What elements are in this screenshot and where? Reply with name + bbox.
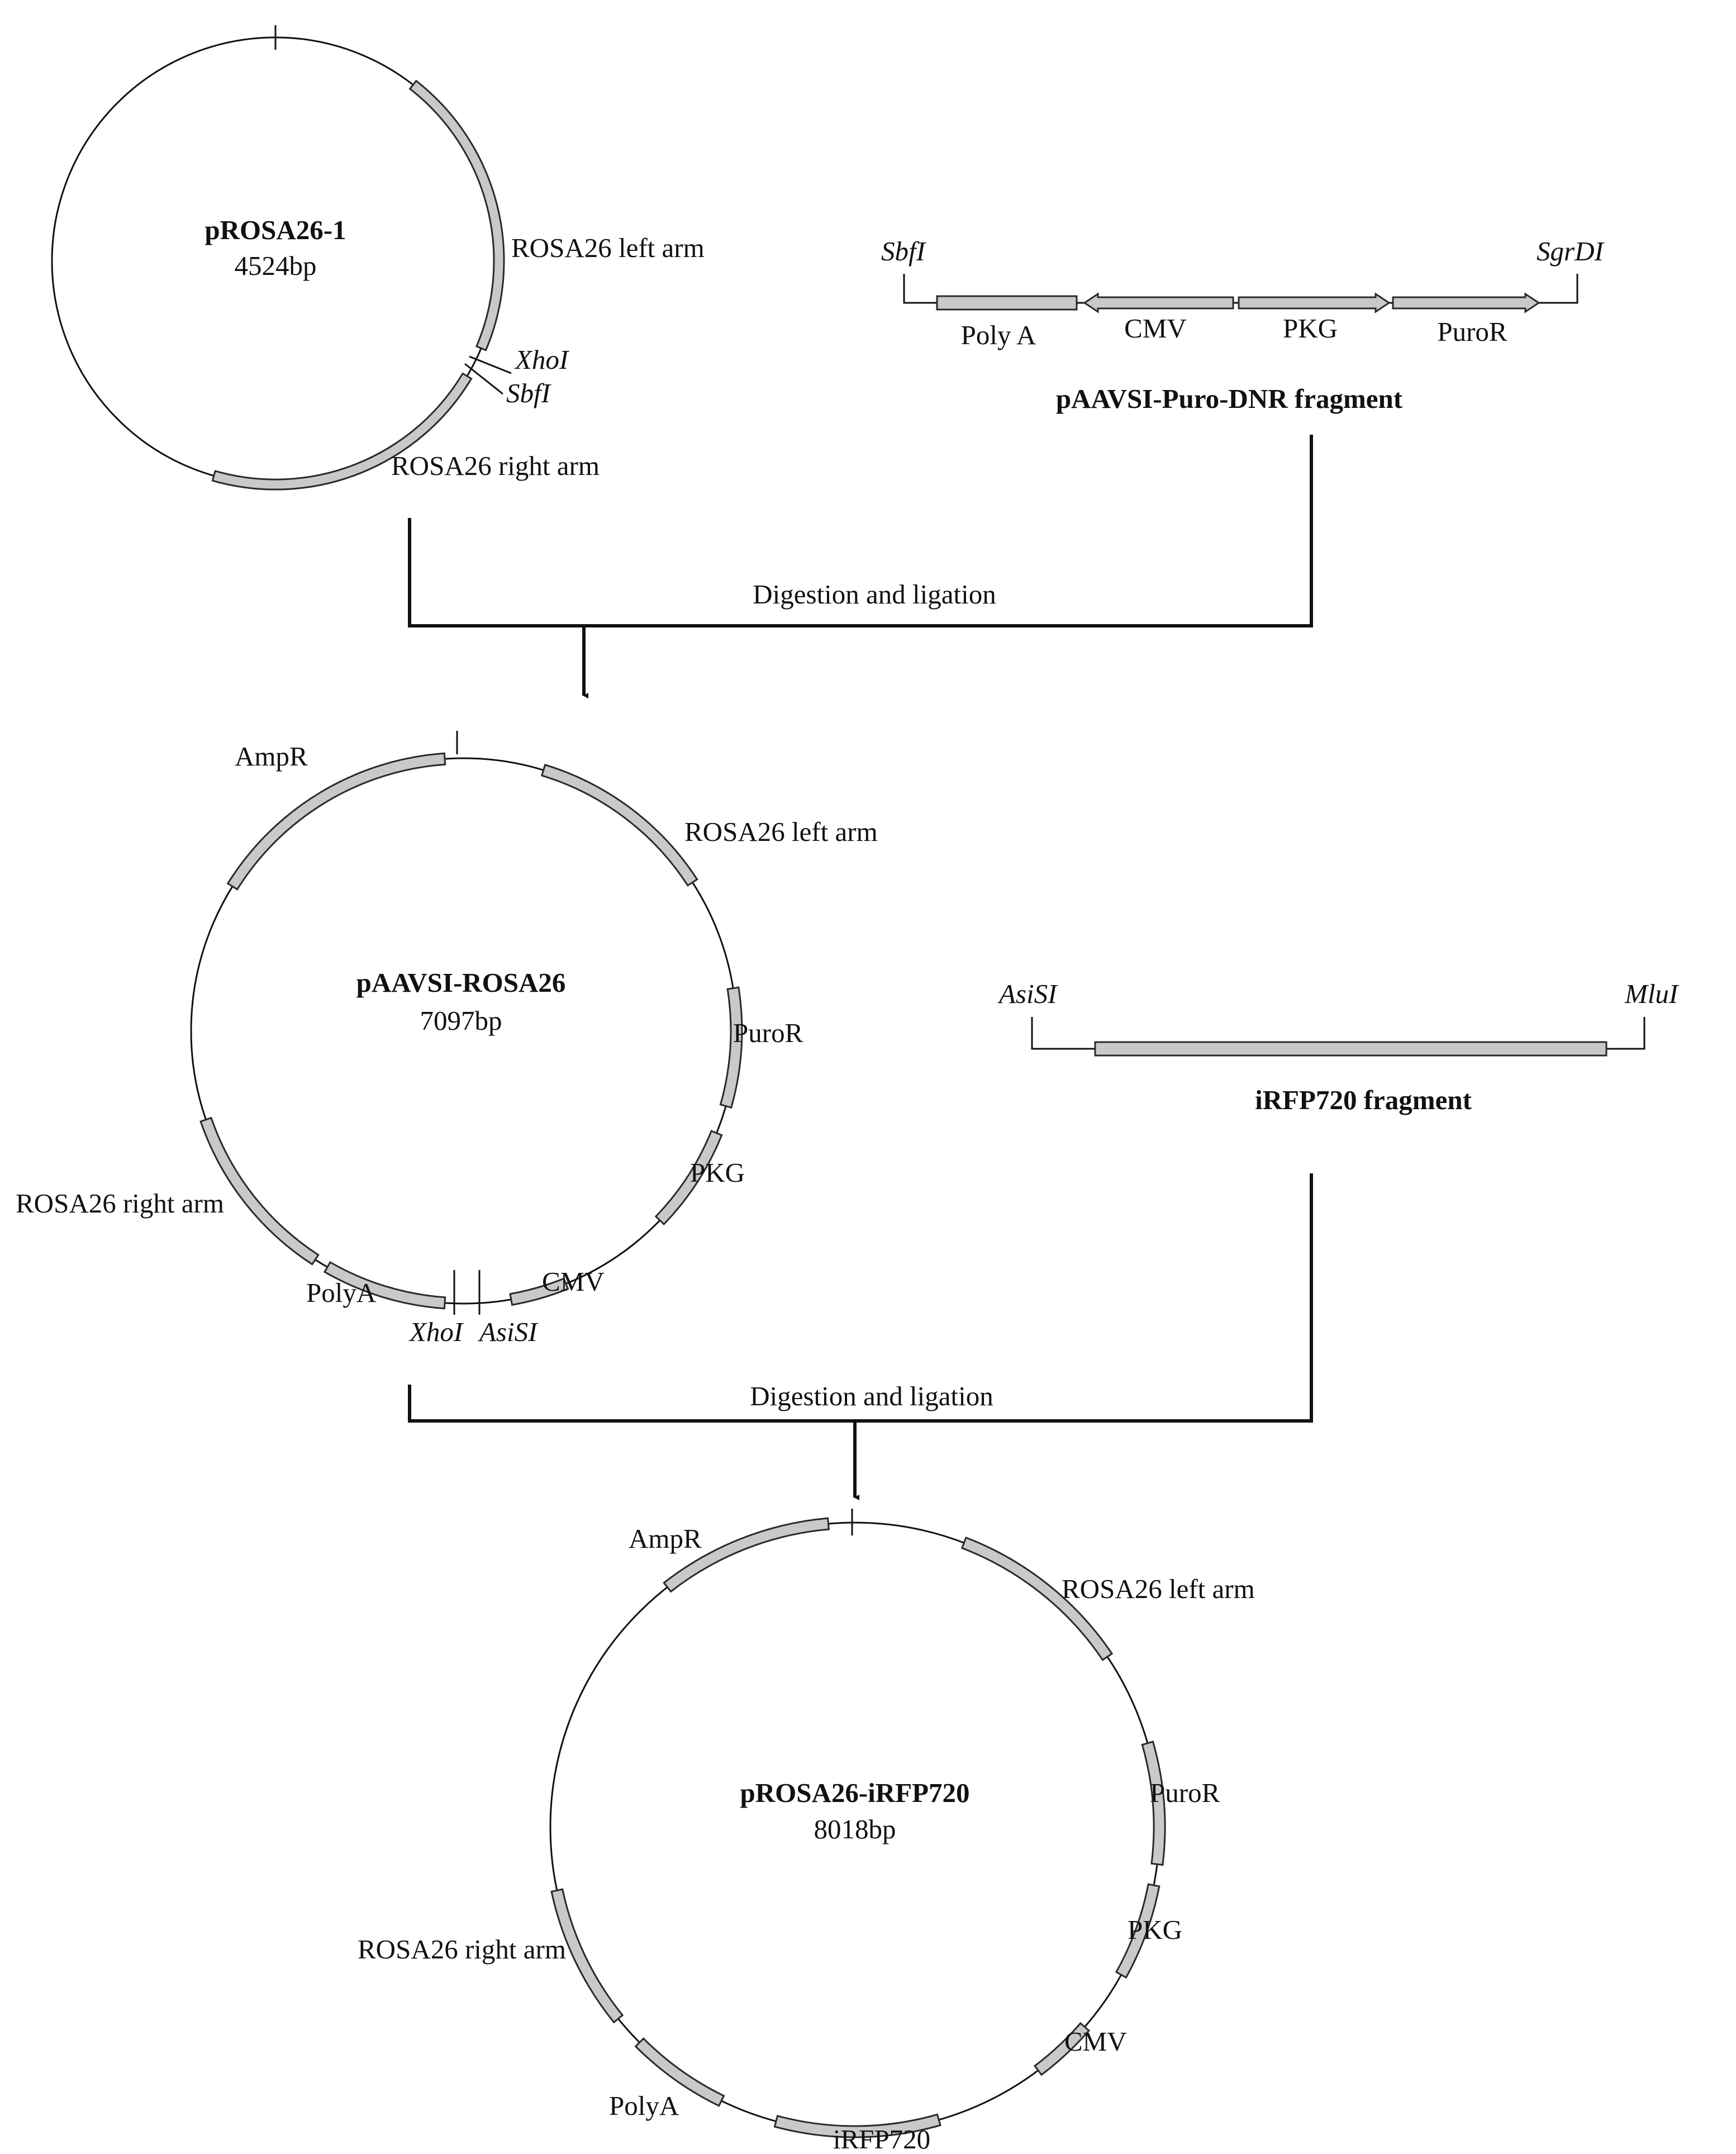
- step-1-label: Digestion and ligation: [753, 579, 996, 610]
- fragment-1: SbfI SgrDI Poly A CMV PKG PuroR pAAVSI-P…: [881, 236, 1605, 414]
- plasmid-2-pkg-label: PKG: [690, 1157, 745, 1188]
- plasmid-2-left-arm-arc: [540, 763, 698, 887]
- plasmid-1-right-arm-arc: [211, 372, 473, 491]
- step-2-connector: [408, 1173, 1313, 1423]
- step-2-label: Digestion and ligation: [750, 1381, 993, 1411]
- fragment-1-pkg-label: PKG: [1283, 313, 1338, 344]
- step-1-connector: [408, 435, 1313, 627]
- plasmid-3-pkg-label: PKG: [1128, 1914, 1182, 1945]
- fragment-1-cmv-label: CMV: [1124, 313, 1187, 344]
- fragment-2-asisi-label: AsiSI: [997, 978, 1058, 1009]
- plasmid-1: pROSA26-1 4524bp ROSA26 left arm XhoI Sb…: [51, 25, 705, 491]
- plasmid-3-right-arm-arc: [550, 1888, 624, 2024]
- plasmid-2-cmv-arc: [509, 1277, 569, 1306]
- plasmid-2-xhoi-label: XhoI: [408, 1316, 464, 1347]
- plasmid-2-ampr-label: AmpR: [235, 741, 308, 772]
- plasmid-3-puror-label: PuroR: [1150, 1777, 1220, 1808]
- plasmid-2-cmv-label: CMV: [542, 1266, 605, 1297]
- plasmid-3-irfp720-label: iRFP720: [833, 2124, 930, 2154]
- plasmid-3-puror-arc: [1141, 1741, 1166, 1866]
- plasmid-3-left-arm-label: ROSA26 left arm: [1062, 1573, 1255, 1604]
- plasmid-2-polya-arc: [323, 1261, 446, 1310]
- plasmid-1-name: pROSA26-1: [204, 215, 346, 245]
- plasmid-3-right-arm-label: ROSA26 right arm: [358, 1934, 566, 1965]
- plasmid-1-size: 4524bp: [235, 250, 317, 281]
- plasmid-3-cmv-arc: [1033, 2022, 1091, 2076]
- fragment-1-sgrdi-label: SgrDI: [1537, 236, 1605, 267]
- fragment-1-polya-block: [936, 295, 1078, 311]
- plasmid-1-xhoi-label: XhoI: [514, 344, 570, 375]
- plasmid-1-sbfi-label: SbfI: [506, 378, 552, 408]
- step-1-flow: Digestion and ligation: [408, 435, 1313, 698]
- plasmid-3-pkg-arc: [1115, 1883, 1160, 1979]
- fragment-1-puror-arrow: [1392, 292, 1540, 313]
- plasmid-1-left-arm-arc: [408, 79, 505, 351]
- fragment-1-polya-label: Poly A: [961, 320, 1036, 350]
- fragment-1-pkg-arrow: [1238, 292, 1391, 313]
- plasmid-2-left-arm-label: ROSA26 left arm: [684, 816, 878, 847]
- plasmid-2-pkg-arc: [654, 1130, 723, 1226]
- plasmid-2-name: pAAVSI-ROSA26: [356, 967, 566, 998]
- plasmid-3-size: 8018bp: [814, 1814, 896, 1844]
- plasmid-3-polya-label: PolyA: [609, 2090, 679, 2121]
- plasmid-3-left-arm-arc: [960, 1536, 1114, 1661]
- plasmid-2-right-arm-arc: [199, 1116, 320, 1266]
- plasmid-3-irfp720-arc: [773, 2113, 941, 2138]
- plasmid-2-asisi-label: AsiSI: [478, 1316, 539, 1347]
- fragment-1-cmv-arrow: [1083, 292, 1234, 313]
- fragment-2-mlui-label: MluI: [1624, 978, 1680, 1009]
- fragment-2-title: iRFP720 fragment: [1255, 1085, 1472, 1115]
- plasmid-3-name: pROSA26-iRFP720: [740, 1777, 969, 1808]
- plasmid-2-polya-label: PolyA: [306, 1277, 377, 1308]
- plasmid-3-ampr-arc: [663, 1517, 830, 1593]
- plasmid-2-right-arm-label: ROSA26 right arm: [16, 1188, 224, 1219]
- plasmid-3: pROSA26-iRFP720 8018bp AmpR ROSA26 left …: [358, 1509, 1255, 2154]
- plasmid-1-sbfi-leader: [464, 363, 503, 395]
- plasmid-2: pAAVSI-ROSA26 7097bp AmpR ROSA26 left ar…: [16, 731, 878, 1347]
- plasmid-2-puror-label: PuroR: [733, 1017, 803, 1048]
- plasmid-2-puror-arc: [719, 986, 743, 1109]
- plasmid-2-ampr-arc: [226, 752, 446, 891]
- plasmid-3-polya-arc: [634, 2037, 725, 2107]
- step-2-flow: Digestion and ligation: [408, 1173, 1313, 1500]
- fragment-2: AsiSI MluI iRFP720 fragment: [997, 978, 1680, 1115]
- plasmid-2-size: 7097bp: [420, 1005, 502, 1036]
- fragment-1-sbfi-label: SbfI: [881, 236, 927, 267]
- plasmid-3-cmv-label: CMV: [1064, 2026, 1127, 2057]
- plasmid-1-right-arm-label: ROSA26 right arm: [391, 450, 600, 481]
- fragment-2-irfp720-block: [1094, 1041, 1607, 1057]
- fragment-1-title: pAAVSI-Puro-DNR fragment: [1056, 383, 1403, 414]
- plasmid-1-xhoi-leader: [469, 355, 512, 374]
- plasmid-3-ampr-label: AmpR: [629, 1523, 702, 1554]
- plasmid-1-left-arm-label: ROSA26 left arm: [511, 232, 705, 263]
- fragment-1-puror-label: PuroR: [1437, 316, 1507, 347]
